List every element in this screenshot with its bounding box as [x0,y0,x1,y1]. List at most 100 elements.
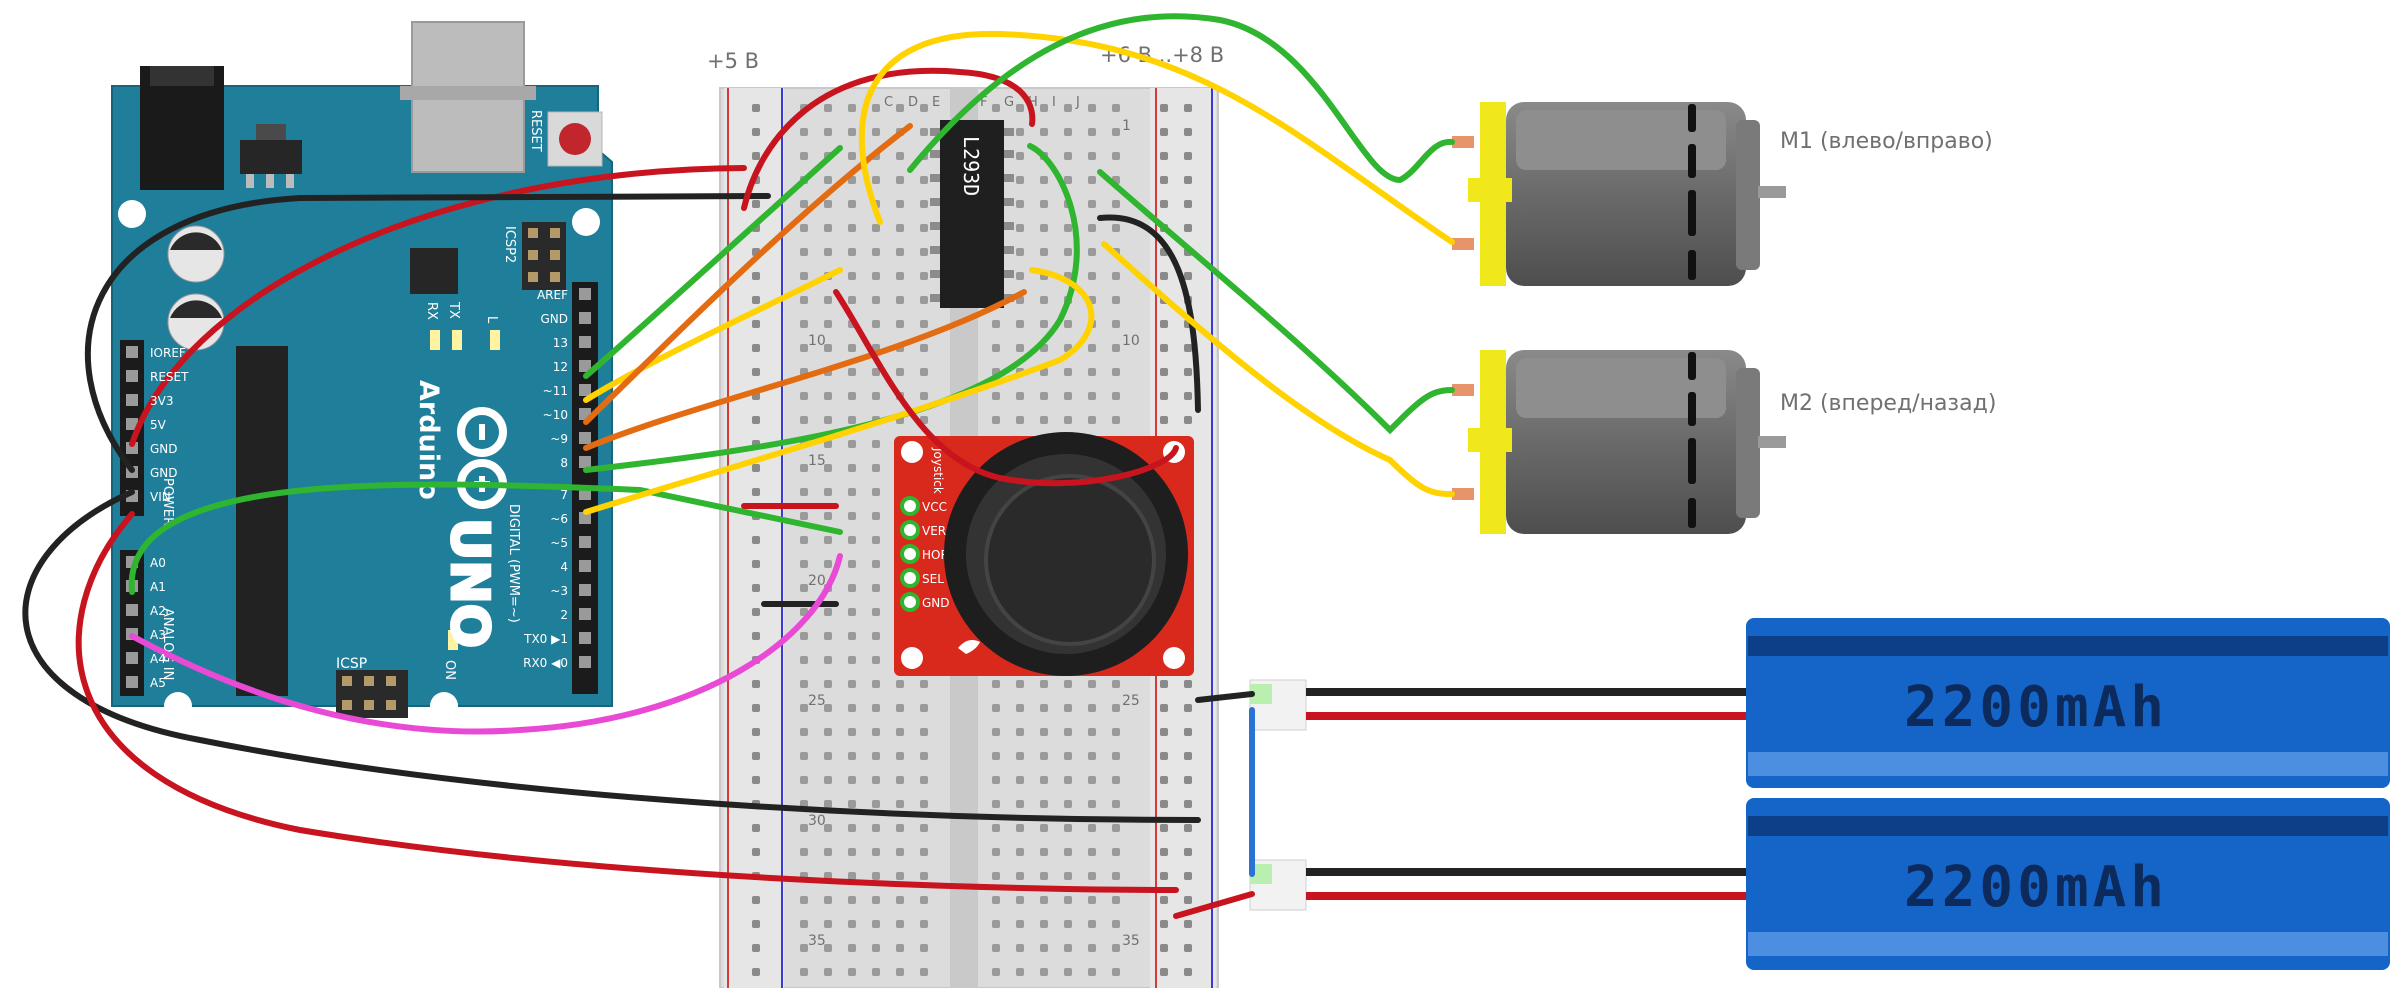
wire-red [129,165,747,447]
wire-black [22,489,1201,823]
header-pin [579,360,591,372]
wire-green [583,145,843,379]
digital-pin-label: ~3 [550,584,568,598]
analog-pin-label: A4 [150,652,166,666]
header-pin [579,456,591,468]
motor-m1 [1452,102,1786,286]
wire-yellow [583,267,1095,515]
l-led-label: L [484,316,499,324]
digital-pin-label: TX0 ▶1 [523,632,568,646]
joystick-pin-label: GND [922,596,950,610]
header-pin [126,604,138,616]
power-pin-label: 3V3 [150,394,173,408]
icsp-label: ICSP [336,656,367,672]
header-pin [579,632,591,644]
wires [22,13,1455,919]
row-number: 25 [808,693,826,709]
power-pin-label: IOREF [150,346,186,360]
power-pin-label: VIN [150,490,171,504]
icsp2-label: ICSP2 [502,226,517,263]
wire-green [128,481,843,595]
battery-connector-2 [1249,859,1746,911]
power-pin-label: RESET [150,370,189,384]
battery-connector-1 [1249,679,1746,731]
header-pin [126,652,138,664]
motor-m2 [1452,350,1786,534]
reset-button[interactable] [547,111,603,167]
battery-label: 2200mAh [1904,675,2168,740]
header-pin [579,656,591,668]
header-pin [579,288,591,300]
analog-pin-label: A1 [150,580,166,594]
wire-yellow [1101,241,1455,497]
digital-pin-label: ~6 [550,512,568,526]
rail-label-left: +5 В [707,49,759,73]
arduino-uno-board: RESET ICSP2 ICSP TX RX L ON Arduino [111,21,613,720]
chip-label: L293D [959,136,983,196]
motor2-label: M2 (вперед/назад) [1780,391,1996,416]
wire-red [1173,891,1255,919]
wire-yellow [858,30,1455,245]
wire-green [583,143,1080,473]
header-pin [579,432,591,444]
header-pin [579,584,591,596]
analog-pin-label: A3 [150,628,166,642]
wire-green [907,13,1455,184]
column-letter: H [1028,95,1038,110]
header-pin [579,384,591,396]
row-number: 35 [808,933,826,949]
joystick-pin-label: HOR [922,548,949,562]
column-letter: C [884,95,893,110]
row-number: 10 [808,333,826,349]
column-letter: F [980,95,987,110]
motor1-label: M1 (влево/вправо) [1780,129,1993,154]
wire-black [84,193,771,473]
battery-1: 2200mAh [1746,618,2390,788]
header-pin [579,312,591,324]
digital-pin-label: 2 [560,608,568,622]
header-pin [126,346,138,358]
header-pin [126,442,138,454]
rx-led-label: RX [424,302,439,320]
joystick-pin [900,496,920,516]
arduino-model: UNO [439,518,499,648]
row-number: 10 [1122,333,1140,349]
column-letter: D [908,95,918,110]
sparkfun-flame-icon [958,640,980,654]
wire-black [1097,214,1201,413]
header-pin [579,512,591,524]
wire-orange [583,289,1027,451]
digital-pin-label: ~9 [550,432,568,446]
row-number: 25 [1122,693,1140,709]
wire-red [75,511,1179,893]
l293d-chip: L293D [930,120,1014,308]
row-number: 30 [808,813,826,829]
digital-pin-label: 7 [560,488,568,502]
header-pin [126,394,138,406]
wire-red [741,67,1036,211]
joystick-pin-label: SEL [922,572,944,586]
digital-header-label: DIGITAL (PWM=~) [506,504,521,623]
header-pin [126,676,138,688]
analog-pin-label: A5 [150,676,166,690]
analog-pin-label: A0 [150,556,166,570]
column-letter: E [932,95,940,110]
joystick-pin [900,568,920,588]
digital-pin-label: 12 [553,360,568,374]
joystick-pin [900,544,920,564]
digital-pin-label: AREF [537,288,568,302]
header-pin [579,536,591,548]
joystick-pin-label: VCC [922,500,947,514]
wire-green [1097,169,1455,435]
wire-yellow [583,267,843,403]
battery-2: 2200mAh [1746,798,2390,970]
analog-header-label: ANALOG IN [160,608,175,680]
header-pin [579,488,591,500]
digital-pin-label: ~10 [543,408,568,422]
tx-led-label: TX [446,301,461,319]
